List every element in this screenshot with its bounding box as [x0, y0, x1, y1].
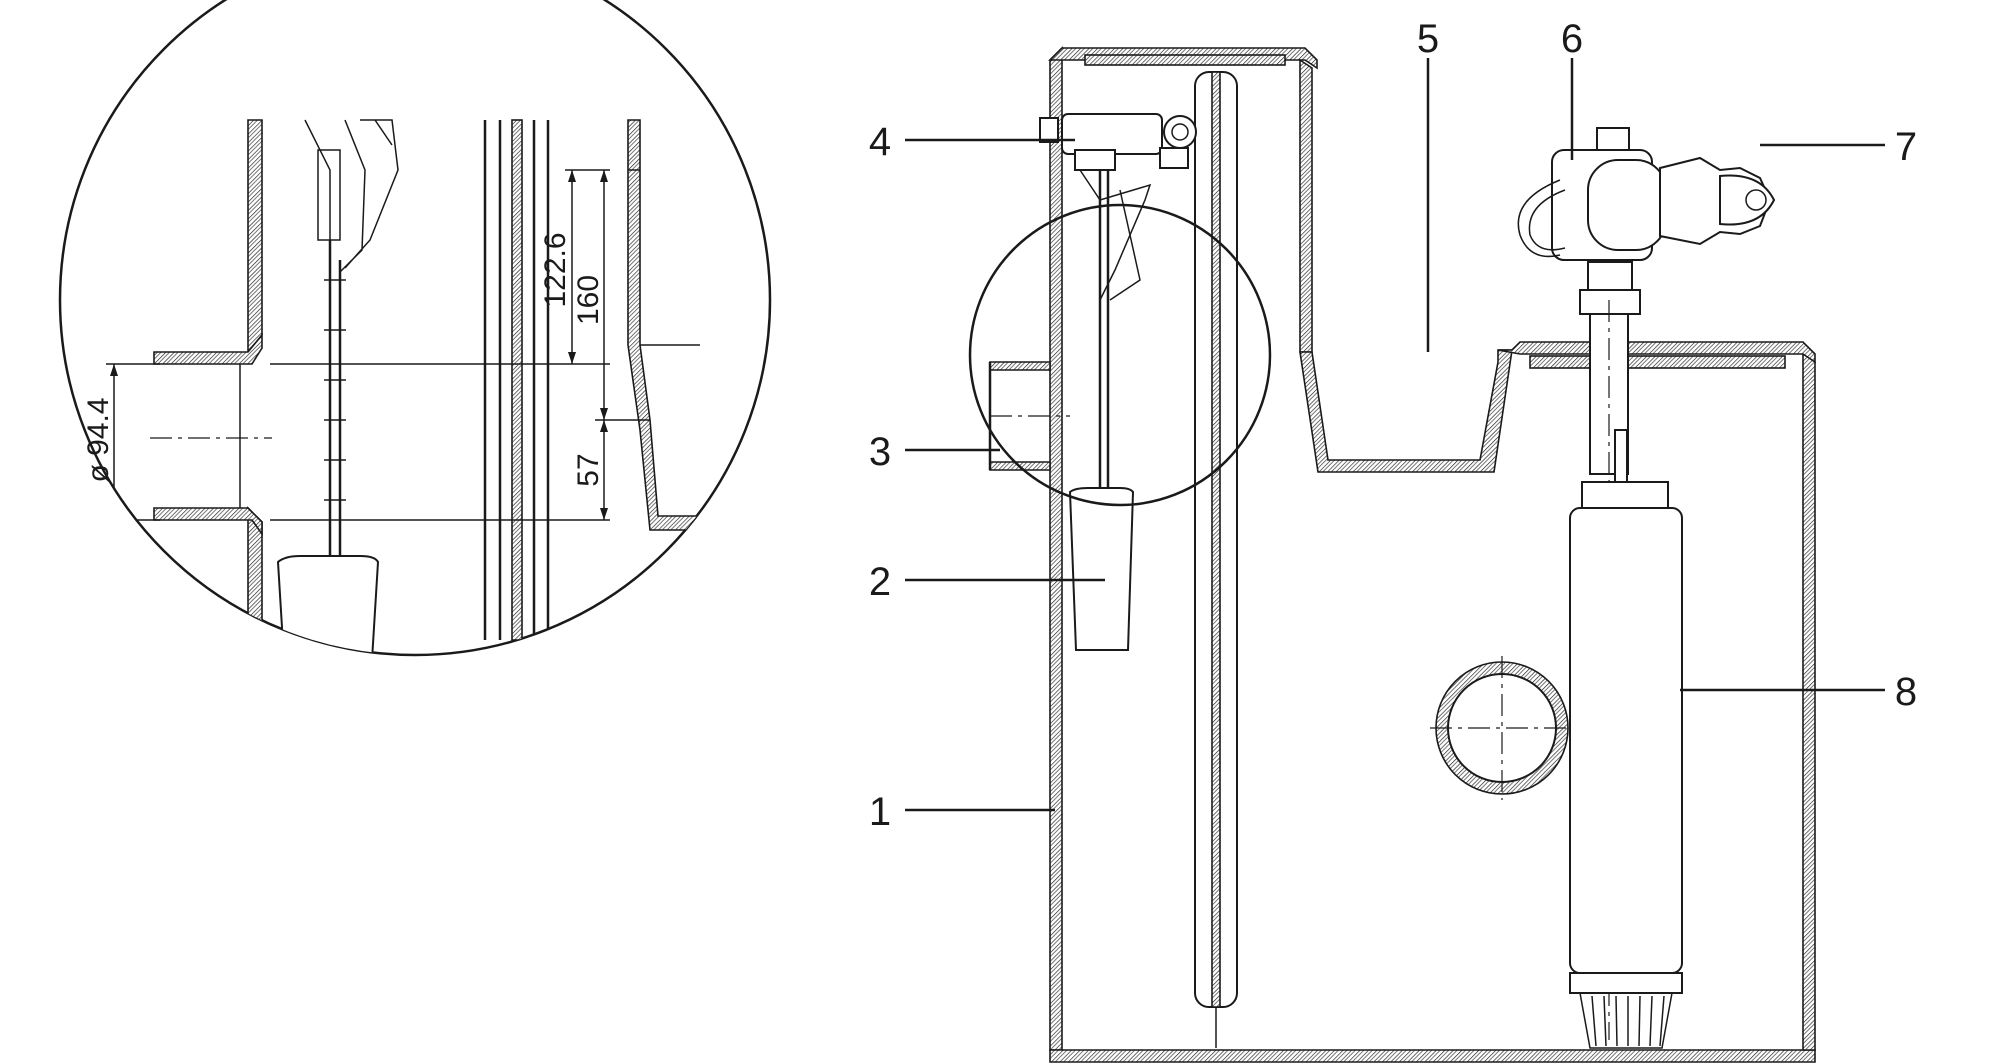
callout-4: 4: [869, 120, 891, 164]
magnification-circle: [968, 203, 1272, 507]
detail-tank-wall: [247, 119, 263, 355]
detail-circle-outline: [58, 0, 772, 657]
dimension-122-6: 122.6: [539, 232, 572, 307]
callout-2: 2: [869, 560, 891, 604]
detail-inlet-pipe-top: [153, 332, 263, 365]
pump-intake-grille: [1579, 992, 1673, 1049]
callout-8: 8: [1895, 670, 1917, 714]
tank-top-plate: [1529, 355, 1786, 369]
submersible-pump: [1569, 429, 1683, 1049]
outlet-pipe: [1430, 656, 1574, 800]
main-assembly: 4 3 2 1 5 6 7 8: [869, 17, 1917, 1063]
detail-float-sleeve: [317, 149, 341, 241]
detail-chamber-wall: [627, 119, 701, 531]
callout-1: 1: [869, 790, 891, 834]
leader-lines: [905, 58, 1885, 812]
tower-wall-right: [1299, 58, 1313, 353]
float-switch: [1039, 113, 1197, 651]
dimension-diameter-94-4: ø 94.4: [82, 397, 115, 482]
pressure-controller: [1517, 127, 1776, 315]
dimension-57: 57: [572, 453, 605, 486]
detail-float-body: [276, 555, 380, 655]
detail-inlet-pipe-bottom: [153, 507, 263, 537]
funnel-chamber: [1299, 349, 1513, 473]
detail-view: 122.6 160 57 ø 94.4: [58, 0, 772, 657]
tank-wall-left: [1049, 46, 1063, 1051]
tank-wall-right: [1802, 348, 1816, 1051]
callout-6: 6: [1561, 17, 1583, 61]
detail-float-bracket: [304, 119, 399, 273]
callout-5: 5: [1417, 17, 1439, 61]
detail-riser-pipe: [483, 119, 550, 641]
dimension-160: 160: [572, 275, 605, 325]
callout-7: 7: [1895, 125, 1917, 169]
detail-rod-stops: [324, 279, 346, 501]
tower-lid-plate: [1084, 54, 1286, 66]
callout-3: 3: [869, 430, 891, 474]
riser-pipe: [1194, 71, 1238, 1048]
tank-wall-bottom: [1049, 1049, 1816, 1063]
detail-dimension-lines: [106, 169, 650, 521]
